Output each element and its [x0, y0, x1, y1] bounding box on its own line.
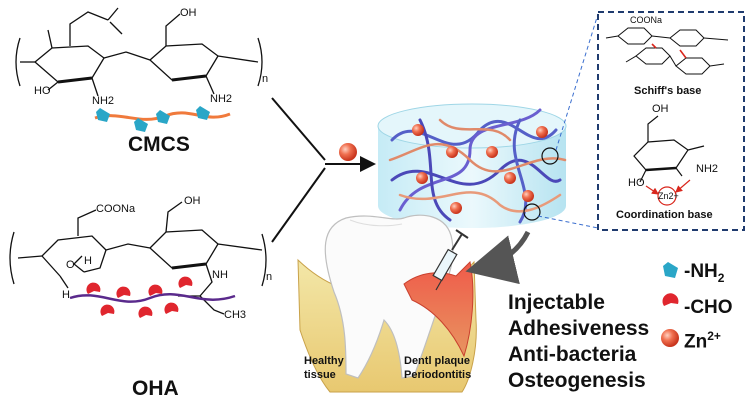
oha-h-label-2: H	[62, 289, 70, 301]
oha-ch3-label: CH3	[224, 309, 247, 321]
oha-n-subscript: n	[266, 271, 273, 283]
cmcs-ho-label: HO	[34, 85, 51, 97]
cmcs-nh2-label-1: NH2	[92, 95, 115, 107]
zinc-ion-icon	[339, 143, 357, 161]
cmcs-n-subscript: n	[262, 73, 269, 85]
inset-coona-label: COONa	[630, 15, 663, 25]
inset-panel	[597, 11, 745, 231]
schiff-base-structure	[605, 27, 729, 75]
healthy-tissue-label-2: tissue	[304, 369, 336, 381]
plaque-label-1: Dentl plaque	[404, 355, 471, 367]
inset-zn-label: Zn2+	[658, 191, 679, 201]
property-injectable: Injectable	[508, 291, 605, 314]
legend-zn-label: Zn2+	[684, 329, 721, 353]
coordination-structure	[633, 115, 705, 206]
hydrogel-cylinder	[377, 13, 599, 229]
cmcs-nh2-label-2: NH2	[210, 93, 233, 105]
legend-cho-label: -CHO	[684, 297, 733, 318]
cmcs-chain-illustration	[94, 106, 231, 132]
tooth-illustration	[297, 214, 477, 393]
coordination-base-label: Coordination base	[616, 209, 713, 221]
property-adhesiveness: Adhesiveness	[508, 317, 650, 340]
oha-label: OHA	[132, 377, 179, 400]
property-osteogenesis: Osteogenesis	[508, 369, 646, 392]
amino-group-icon	[663, 262, 678, 278]
oha-o-label: O	[66, 259, 75, 271]
oha-nh-label: NH	[212, 269, 228, 281]
oha-chain-illustration	[69, 276, 236, 318]
healthy-tissue-label-1: Healthy	[304, 355, 344, 367]
aldehyde-group-icon	[662, 293, 679, 306]
cmcs-structure	[15, 7, 263, 97]
oha-oh-label: OH	[184, 195, 201, 207]
schiff-base-label: Schiff's base	[634, 85, 702, 97]
inset-nh2-label: NH2	[696, 163, 719, 175]
oha-coona-label: COONa	[96, 203, 136, 215]
curved-arrow	[465, 230, 531, 285]
inset-oh-label: OH	[652, 103, 669, 115]
oha-structure	[9, 201, 267, 315]
merge-arrows	[271, 97, 376, 243]
oha-h-label-1: H	[84, 255, 92, 267]
plaque-label-2: Periodontitis	[404, 369, 472, 381]
cmcs-label: CMCS	[128, 133, 190, 156]
property-anti-bacteria: Anti-bacteria	[508, 343, 637, 366]
inset-ho-label: HO	[628, 177, 645, 189]
legend-nh2-label: -NH2	[684, 261, 725, 285]
zinc-ion-legend-icon	[661, 329, 679, 347]
cmcs-oh-label: OH	[180, 7, 197, 19]
